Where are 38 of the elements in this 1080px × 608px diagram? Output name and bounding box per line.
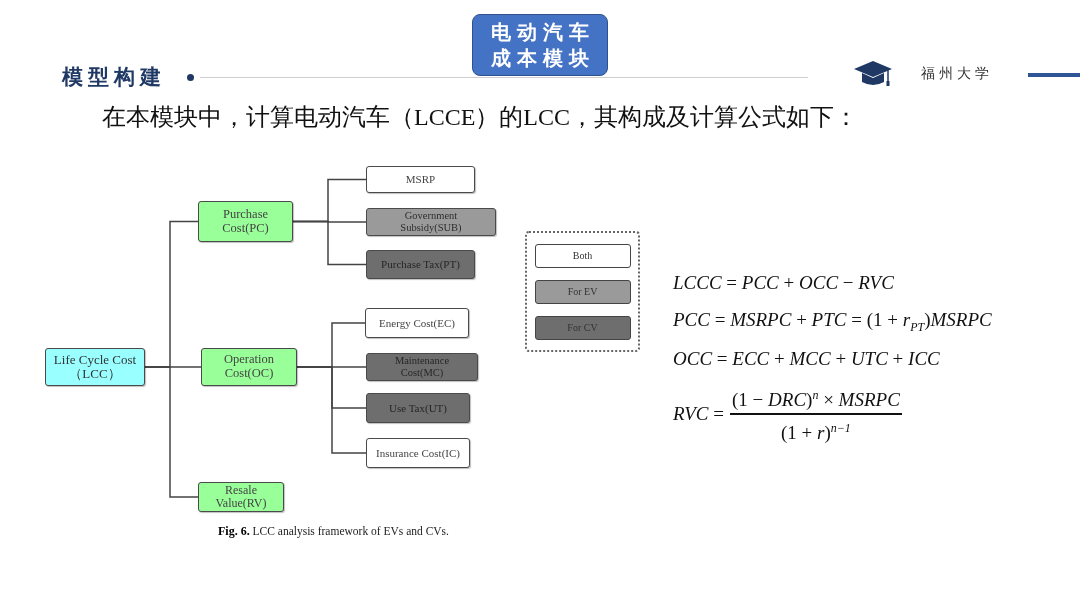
formula-lhs: RVC =	[673, 401, 724, 426]
cost-box	[366, 166, 475, 193]
cost-box	[366, 438, 470, 468]
legend-label: Both	[572, 250, 593, 261]
cost-box	[366, 250, 475, 279]
title-badge: 电动汽车成本模块	[472, 14, 608, 76]
box-label: Operation Cost(OC)	[223, 353, 275, 381]
box-label: Resale Value(RV)	[214, 483, 268, 511]
formula-denominator: (1 + r)$^{n−1}$	[779, 419, 852, 445]
cost-box	[45, 348, 145, 386]
box-label: Maintenance Cost(MC)	[393, 355, 451, 379]
connector-line	[296, 366, 367, 454]
section-heading: 模型构建	[62, 64, 166, 91]
box-label: Purchase Cost(PC)	[221, 207, 270, 236]
formula: PCC = MSRPC + PTC = (1 + r$_{PT}$)MSRPC	[673, 308, 992, 336]
cost-box	[366, 353, 478, 381]
cost-box	[198, 482, 284, 512]
cost-box	[365, 308, 469, 338]
box-label: Energy Cost(EC)	[379, 316, 455, 330]
formula-numerator: (1 − DRC)$^{n}$ × MSRPC	[731, 387, 901, 413]
figure-caption: Fig. 6. LCC analysis framework of EVs and CVs.	[218, 524, 449, 539]
university-name: 福州大学	[921, 65, 993, 83]
cost-box	[201, 348, 297, 386]
cost-box	[366, 208, 496, 236]
box-label: Use Tax(UT)	[389, 401, 447, 415]
box-label: Government Subsidy(SUB)	[399, 210, 463, 234]
formula: OCC = ECC + MCC + UTC + ICC	[673, 347, 940, 371]
formula: LCCC = PCC + OCC − RVC	[673, 271, 894, 295]
box-label: Insurance Cost(IC)	[376, 446, 460, 460]
box-label: Life Cycle Cost（LCC）	[52, 352, 138, 382]
legend-label: For EV	[567, 286, 598, 297]
cost-box	[366, 393, 470, 423]
connector-line	[144, 366, 199, 498]
box-label: MSRP	[405, 173, 436, 186]
box-label: Purchase Tax(PT)	[381, 258, 460, 271]
cost-box	[198, 201, 293, 242]
connector-line	[292, 220, 367, 266]
intro-sentence: 在本模块中，计算电动汽车（LCCE）的LCC，其构成及计算公式如下：	[102, 103, 858, 132]
